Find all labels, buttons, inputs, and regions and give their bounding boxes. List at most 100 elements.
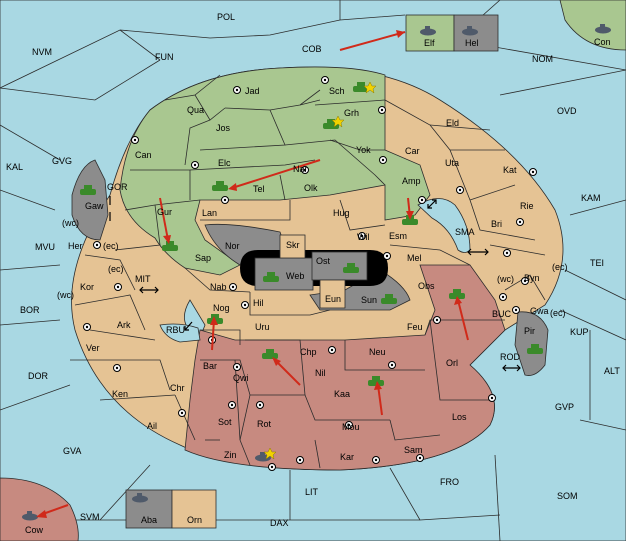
province-label-con: Con	[594, 37, 611, 47]
sea-label-nom: NOM	[532, 54, 553, 64]
province-label-orn: Orn	[187, 515, 202, 525]
arrow-to-chp	[274, 359, 301, 386]
province-label-orl: Orl	[446, 358, 458, 368]
coast-label-byn-ec: (ec)	[552, 262, 568, 272]
province-label-gwa: Gwa	[530, 306, 549, 316]
province-eun[interactable]	[319, 279, 346, 309]
province-label-chr: Chr	[170, 383, 185, 393]
province-ost[interactable]	[311, 251, 368, 281]
sea-label-ovd: OVD	[557, 106, 577, 116]
province-label-nab: Nab	[210, 282, 227, 292]
province-gaw[interactable]	[71, 159, 109, 241]
province-label-nar: Nar	[293, 164, 308, 174]
sea-label-nvm: NVM	[32, 47, 52, 57]
province-label-hug: Hug	[333, 208, 350, 218]
province-label-yok: Yok	[356, 145, 371, 155]
sea-label-lit: LIT	[305, 487, 319, 497]
move-arrows	[36, 30, 469, 518]
unit-fleet-hel[interactable]	[462, 26, 478, 36]
province-label-tel: Tel	[253, 184, 265, 194]
province-label-rot: Rot	[257, 419, 272, 429]
unit-fleet-con[interactable]	[595, 24, 611, 34]
province-label-sap: Sap	[195, 253, 211, 263]
unit-army-ost[interactable]	[343, 263, 359, 273]
highlight-stars	[263, 81, 377, 460]
arrow-to-sap	[159, 197, 169, 241]
province-label-ver: Ver	[86, 343, 100, 353]
province-label-gaw: Gaw	[85, 201, 104, 211]
coast-label-gwa-ec: (ec)	[550, 308, 566, 318]
star-icon	[363, 81, 377, 94]
unit-fleet-elf[interactable]	[420, 26, 436, 36]
province-label-kaa: Kaa	[334, 389, 350, 399]
province-label-uta: Uta	[445, 158, 459, 168]
province-label-jos: Jos	[216, 123, 231, 133]
sea-label-sma: SMA	[455, 227, 475, 237]
unit-fleet-aba[interactable]	[132, 493, 148, 503]
province-label-los: Los	[452, 412, 467, 422]
province-label-eun: Eun	[325, 294, 341, 304]
province-label-sot: Sot	[218, 417, 232, 427]
unit-army-chp[interactable]	[262, 349, 278, 359]
sea-label-dor: DOR	[28, 371, 49, 381]
unit-fleet-gaw[interactable]	[80, 185, 96, 195]
unit-fleet-cow[interactable]	[22, 511, 38, 521]
province-label-chp: Chp	[300, 347, 317, 357]
province-borders	[70, 74, 546, 469]
sea-label-rod: ROD	[500, 352, 521, 362]
unit-army-sap[interactable]	[162, 241, 178, 251]
inlet-rbu	[159, 323, 201, 343]
sea-label-gva: GVA	[63, 446, 81, 456]
province-label-ail: Ail	[147, 421, 157, 431]
star-icon	[331, 115, 345, 128]
province-label-grh: Grh	[344, 108, 359, 118]
province-label-eld: Eld	[446, 118, 459, 128]
province-skr[interactable]	[279, 234, 306, 259]
province-label-lan: Lan	[202, 208, 217, 218]
province-label-obs: Obs	[418, 281, 435, 291]
adjacency-markers	[109, 196, 521, 372]
sea-label-fun: FUN	[155, 52, 174, 62]
arrow-to-tel	[231, 159, 321, 189]
province-aba[interactable]	[125, 489, 173, 529]
province-label-ark: Ark	[117, 320, 131, 330]
sea-label-buc: BUC	[492, 309, 512, 319]
star-icon	[263, 447, 277, 460]
province-label-car: Car	[405, 146, 420, 156]
province-cow[interactable]	[0, 477, 79, 541]
province-label-amp: Amp	[402, 176, 421, 186]
province-label-qua: Qua	[187, 105, 204, 115]
province-label-rie: Rie	[520, 201, 534, 211]
supply-centers	[83, 76, 537, 471]
province-labels: Elf Hel Con Jad Sch Qua Jos Grh Eld Can …	[25, 37, 611, 535]
province-label-hel: Hel	[465, 38, 479, 48]
province-label-nor: Nor	[225, 241, 240, 251]
province-label-sam: Sam	[404, 445, 423, 455]
province-label-esm: Esm	[389, 231, 407, 241]
province-label-wil: Wil	[357, 232, 370, 242]
province-label-hil: Hil	[253, 298, 264, 308]
region-green	[119, 66, 431, 276]
unit-army-sch[interactable]	[353, 82, 369, 92]
province-label-kor: Kor	[80, 282, 94, 292]
province-label-olk: Olk	[304, 183, 318, 193]
province-label-feu: Feu	[407, 322, 423, 332]
sea-label-pol: POL	[217, 12, 235, 22]
province-label-bri: Bri	[491, 219, 502, 229]
unit-army-kaa[interactable]	[368, 376, 384, 386]
sea-label-gor: GOR	[107, 182, 128, 192]
province-label-uru: Uru	[255, 322, 270, 332]
province-label-web: Web	[286, 271, 304, 281]
province-label-qwi: Qwi	[233, 373, 249, 383]
unit-army-sun[interactable]	[381, 294, 397, 304]
sea-label-kup: KUP	[570, 327, 589, 337]
province-pir[interactable]	[514, 311, 549, 376]
unit-army-pir[interactable]	[527, 344, 543, 354]
unit-army-web[interactable]	[263, 272, 279, 282]
province-label-gur: Gur	[157, 207, 172, 217]
units	[22, 24, 611, 521]
province-orn[interactable]	[171, 489, 217, 529]
sea-label-kam: KAM	[581, 193, 601, 203]
unit-army-tel[interactable]	[212, 181, 228, 191]
